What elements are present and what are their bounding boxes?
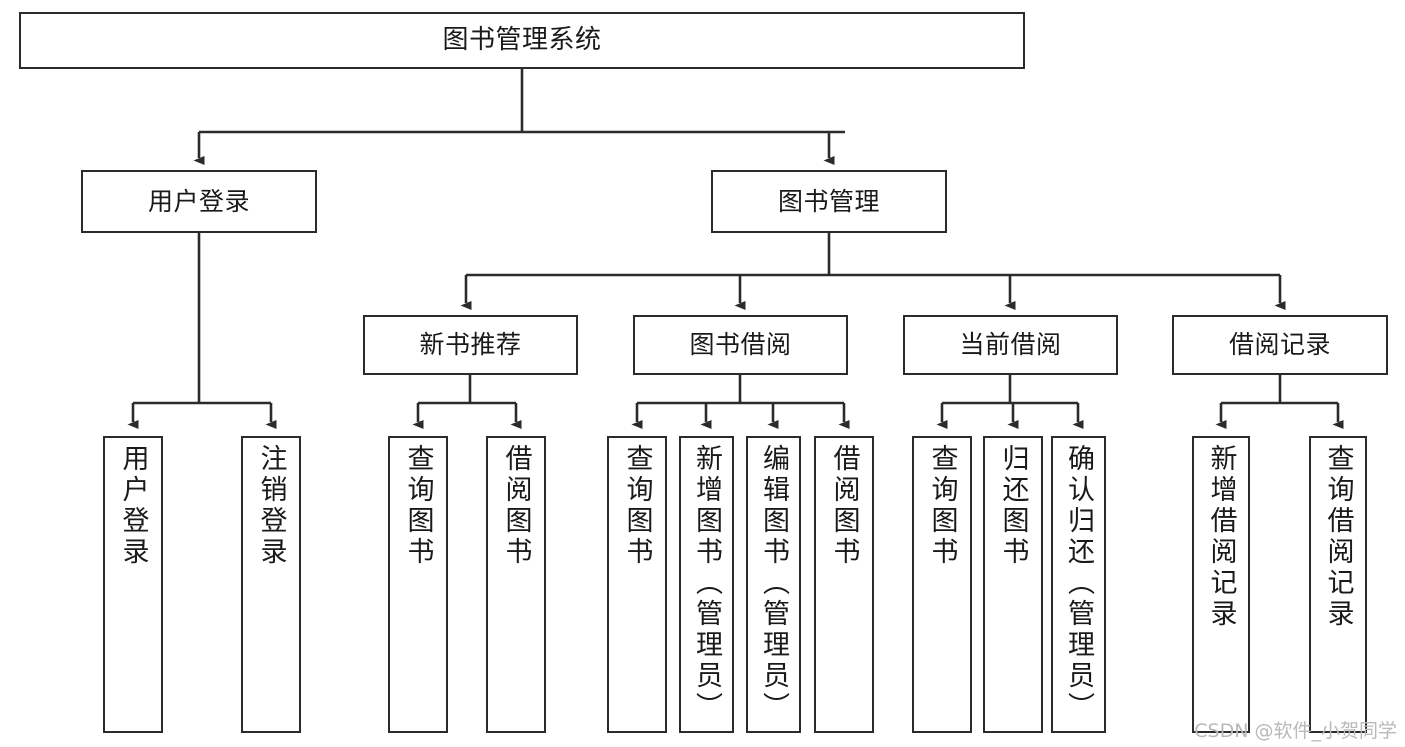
node-leaf-query-record[interactable]: 查询借阅记录 bbox=[1309, 436, 1367, 733]
edges-borrow-record-to-leaves bbox=[1215, 375, 1344, 429]
node-label: 借阅图书 bbox=[500, 444, 532, 568]
node-book-borrow[interactable]: 图书借阅 bbox=[633, 315, 848, 375]
node-book-manage[interactable]: 图书管理 bbox=[711, 170, 947, 233]
node-label: 查询图书 bbox=[402, 444, 434, 568]
node-borrow-record[interactable]: 借阅记录 bbox=[1172, 315, 1388, 375]
node-leaf-logout[interactable]: 注销登录 bbox=[241, 436, 301, 733]
node-label: 查询借阅记录 bbox=[1322, 444, 1354, 630]
edges-new-book-recommend-to-leaves bbox=[412, 375, 522, 429]
node-label: 用户登录 bbox=[117, 444, 149, 568]
node-label: 新增图书（管理员） bbox=[691, 444, 722, 723]
node-label: 借阅记录 bbox=[1228, 330, 1331, 360]
node-label: 新书推荐 bbox=[419, 330, 522, 360]
edges-user-login-to-leaves bbox=[127, 233, 277, 429]
node-label: 借阅图书 bbox=[828, 444, 860, 568]
node-label: 用户登录 bbox=[147, 186, 250, 216]
node-label: 新增借阅记录 bbox=[1205, 444, 1237, 630]
node-leaf-query-book-3[interactable]: 查询图书 bbox=[912, 436, 972, 733]
node-leaf-return-book[interactable]: 归还图书 bbox=[983, 436, 1043, 733]
edges-book-borrow-to-leaves bbox=[631, 375, 850, 429]
node-leaf-borrow-book-2[interactable]: 借阅图书 bbox=[814, 436, 874, 733]
node-label: 图书借阅 bbox=[689, 330, 792, 360]
edges-current-borrow-to-leaves bbox=[936, 375, 1084, 429]
node-leaf-query-book-2[interactable]: 查询图书 bbox=[607, 436, 667, 733]
node-leaf-edit-book[interactable]: 编辑图书（管理员） bbox=[746, 436, 801, 733]
node-leaf-add-book[interactable]: 新增图书（管理员） bbox=[679, 436, 734, 733]
node-new-book-recommend[interactable]: 新书推荐 bbox=[363, 315, 578, 375]
node-root-system[interactable]: 图书管理系统 bbox=[19, 12, 1025, 69]
node-leaf-query-book-1[interactable]: 查询图书 bbox=[388, 436, 448, 733]
node-leaf-borrow-book-1[interactable]: 借阅图书 bbox=[486, 436, 546, 733]
node-user-login[interactable]: 用户登录 bbox=[81, 170, 317, 233]
node-label: 查询图书 bbox=[926, 444, 958, 568]
node-label: 确认归还（管理员） bbox=[1063, 444, 1094, 723]
edges-book-manage-to-level3 bbox=[460, 233, 1286, 310]
watermark-text: CSDN @软件_小贺同学 bbox=[1194, 720, 1397, 742]
node-leaf-user-login[interactable]: 用户登录 bbox=[103, 436, 163, 733]
node-label: 当前借阅 bbox=[959, 330, 1062, 360]
node-label: 归还图书 bbox=[997, 444, 1029, 568]
node-label: 编辑图书（管理员） bbox=[758, 444, 789, 723]
edges-root-to-level2 bbox=[193, 69, 845, 165]
node-label: 注销登录 bbox=[255, 444, 287, 568]
node-label: 图书管理系统 bbox=[442, 25, 602, 56]
node-current-borrow[interactable]: 当前借阅 bbox=[903, 315, 1118, 375]
node-leaf-add-record[interactable]: 新增借阅记录 bbox=[1192, 436, 1250, 733]
node-leaf-confirm-return[interactable]: 确认归还（管理员） bbox=[1051, 436, 1106, 733]
node-label: 图书管理 bbox=[777, 186, 880, 216]
node-label: 查询图书 bbox=[621, 444, 653, 568]
